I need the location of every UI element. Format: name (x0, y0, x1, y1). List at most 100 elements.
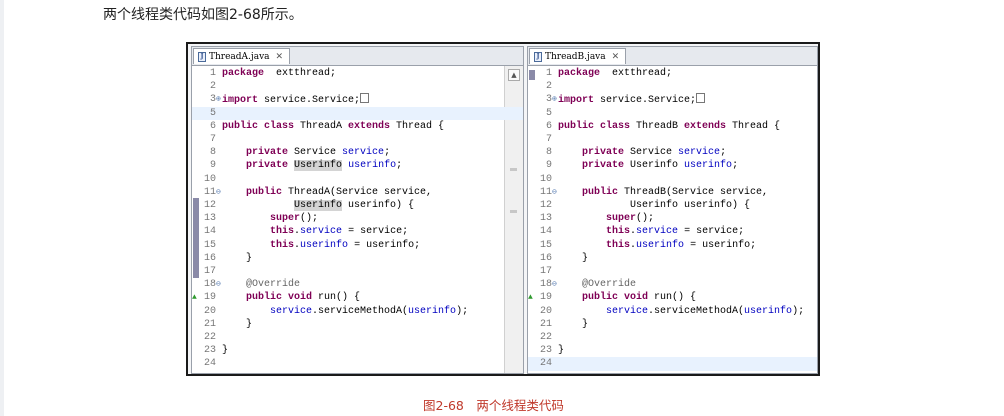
occurrence-marker (193, 198, 199, 278)
code-line: 14 this.service = service; (192, 225, 523, 238)
expand-fold-icon[interactable]: ⊕ (552, 95, 557, 105)
code-token: ); (792, 305, 805, 317)
code-token: ; (396, 160, 403, 172)
field-token: service (342, 147, 385, 159)
scroll-up-arrow-icon[interactable]: ▲ (508, 69, 520, 81)
code-line: 5 (192, 106, 523, 120)
line-number: 22 (203, 332, 216, 343)
code-token: ); (456, 305, 469, 317)
line-number: 15 (203, 239, 216, 251)
collapse-fold-icon[interactable]: ⊖ (552, 280, 557, 290)
line-number: 5 (545, 107, 552, 119)
keyword-token: this (606, 226, 631, 238)
expand-fold-icon[interactable]: ⊕ (216, 95, 221, 105)
line-number: 14 (203, 226, 216, 238)
field-token: userinfo (408, 305, 457, 317)
line-number: 11 (539, 186, 552, 198)
code-token: } (222, 318, 253, 330)
field-token: userinfo (636, 239, 685, 251)
code-text: public ThreadB(Service service, (558, 186, 768, 199)
keyword-token: private (246, 147, 289, 159)
overview-marker (510, 168, 517, 171)
collapse-fold-icon[interactable]: ⊖ (552, 187, 557, 197)
code-token: Userinfo userinfo) { (558, 200, 751, 211)
keyword-token: this (606, 239, 631, 251)
occurrence-marker (529, 70, 535, 80)
keyword-token: import (222, 95, 259, 107)
line-number: 9 (545, 160, 552, 172)
code-line: 16 } (192, 252, 523, 265)
line-number: 8 (209, 147, 216, 159)
code-token: } (558, 318, 589, 330)
code-text: import service.Service; (558, 93, 706, 107)
code-token (558, 240, 606, 251)
collapse-fold-icon[interactable]: ⊖ (216, 187, 221, 197)
code-token: extthread; (600, 68, 673, 79)
code-line: 3⊕import service.Service; (528, 93, 817, 106)
code-line: 21 } (192, 318, 523, 331)
line-number: 1 (209, 68, 216, 79)
line-number: 17 (203, 266, 216, 277)
code-token: = service; (678, 226, 745, 238)
tab-label: ThreadB.java (545, 51, 606, 62)
tab-threada-java[interactable]: J ThreadA.java ✕ (193, 48, 291, 64)
field-token: service (606, 305, 649, 317)
editor-tab-bar: J ThreadA.java ✕ (192, 47, 523, 66)
line-number: 20 (203, 305, 216, 317)
override-indicator-icon[interactable]: ▲ (192, 293, 197, 303)
line-number: 3 (209, 94, 216, 106)
overview-marker (510, 210, 517, 213)
folded-imports-box-icon[interactable] (360, 93, 370, 104)
code-token: userinfo) { (342, 200, 415, 211)
line-number: 18 (539, 279, 552, 291)
code-line: 20 service.serviceMethodA(userinfo); (528, 305, 817, 318)
line-number: 13 (539, 213, 552, 225)
code-line: 20 service.serviceMethodA(userinfo); (192, 305, 523, 318)
code-token (222, 306, 270, 317)
intro-text: 两个线程类代码如图2-68所示。 (103, 7, 303, 23)
line-number: 12 (203, 200, 216, 211)
java-file-icon: J (198, 51, 206, 62)
line-number: 10 (539, 173, 552, 185)
code-token: ; (384, 147, 391, 159)
code-text: this.service = service; (222, 225, 408, 238)
line-number: 2 (545, 81, 552, 93)
code-line: 21 } (528, 318, 817, 331)
keyword-token: public void (246, 292, 313, 304)
line-number: 7 (209, 134, 216, 145)
code-token (558, 147, 582, 158)
code-line: 10 (192, 173, 523, 186)
code-text: this.userinfo = userinfo; (558, 239, 756, 252)
line-number: 2 (209, 81, 216, 93)
code-line: 9 private Userinfo userinfo; (192, 159, 523, 172)
folded-imports-box-icon[interactable] (696, 93, 706, 104)
keyword-token: public class (558, 120, 631, 132)
field-token: service (300, 226, 343, 238)
marked-occurrence-token: Userinfo (294, 160, 343, 172)
tab-threadb-java[interactable]: J ThreadB.java ✕ (529, 48, 627, 64)
override-indicator-icon[interactable]: ▲ (528, 293, 533, 303)
code-text: } (222, 344, 228, 357)
code-text: @Override (222, 278, 300, 291)
code-token: Thread { (390, 120, 445, 132)
java-file-icon: J (534, 51, 542, 62)
field-token: service (270, 305, 313, 317)
line-number: 6 (209, 120, 216, 132)
field-token: userinfo (744, 305, 793, 317)
code-token: . (294, 239, 301, 251)
line-number: 8 (545, 147, 552, 159)
code-token: extthread; (264, 68, 337, 79)
close-tab-icon[interactable]: ✕ (611, 51, 620, 62)
line-number: 22 (539, 332, 552, 343)
code-text: public void run() { (558, 291, 696, 304)
close-tab-icon[interactable]: ✕ (275, 51, 284, 62)
collapse-fold-icon[interactable]: ⊖ (216, 280, 221, 290)
vertical-scrollbar[interactable]: ▲ (504, 66, 523, 373)
code-token: . (630, 226, 637, 238)
code-line: 9 private Userinfo userinfo; (528, 159, 817, 172)
line-number: 3 (545, 94, 552, 106)
